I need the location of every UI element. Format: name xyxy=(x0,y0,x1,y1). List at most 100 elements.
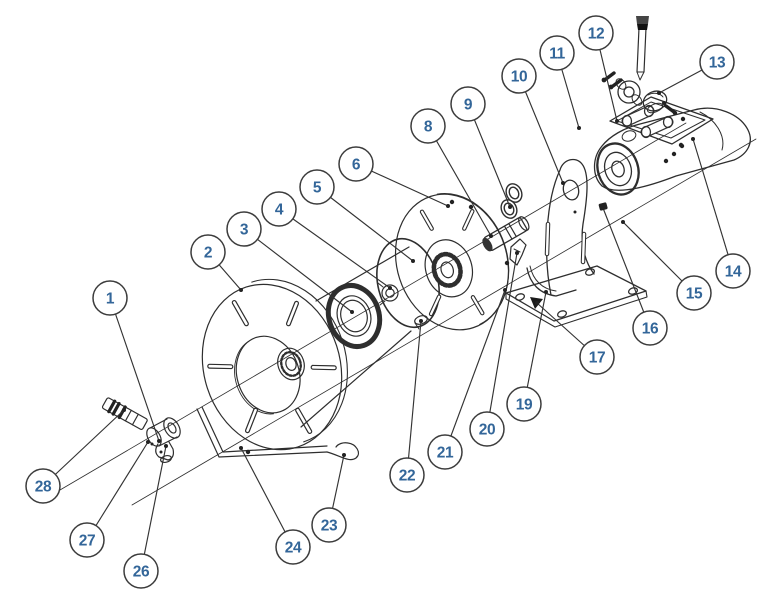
balloon-circle xyxy=(578,15,614,51)
balloon-circle xyxy=(632,310,668,346)
balloon-circle xyxy=(275,529,311,565)
balloon-circle xyxy=(410,108,446,144)
callout-balloon-2: 2 xyxy=(190,234,243,292)
balloon-number: 23 xyxy=(321,518,338,535)
balloon-number: 11 xyxy=(549,46,565,63)
balloon-circle xyxy=(226,211,262,247)
balloon-circle xyxy=(299,169,335,205)
callout-balloon-16: 16 xyxy=(601,206,668,346)
leader-dot xyxy=(657,91,661,95)
leader-line xyxy=(602,207,651,329)
leader-line xyxy=(444,289,506,453)
callout-balloon-20: 20 xyxy=(469,251,519,447)
callout-balloon-5: 5 xyxy=(299,169,415,263)
callout-balloon-10: 10 xyxy=(501,58,565,185)
ratchet-pawl xyxy=(509,238,527,266)
mounting-bracket xyxy=(505,158,648,328)
callout-balloon-24: 24 xyxy=(239,446,311,565)
balloon-circle xyxy=(469,411,505,447)
callout-balloon-28: 28 xyxy=(25,408,126,504)
balloon-number: 9 xyxy=(464,97,473,114)
leader-line xyxy=(427,125,492,237)
balloon-circle xyxy=(311,507,347,543)
balloon-number: 13 xyxy=(709,55,726,72)
leader-dot xyxy=(577,126,581,130)
leader-line xyxy=(316,186,414,262)
balloon-circle xyxy=(715,253,751,289)
leader-line xyxy=(243,228,353,313)
leader-dot xyxy=(411,259,415,263)
balloon-circle xyxy=(539,35,575,71)
leader-dot xyxy=(350,310,354,314)
balloon-number: 5 xyxy=(313,180,322,197)
hose-guide-arm xyxy=(196,406,360,461)
callout-balloon-22: 22 xyxy=(389,319,425,493)
leader-dot xyxy=(544,290,548,294)
leader-line xyxy=(518,75,564,184)
balloon-number: 24 xyxy=(285,540,302,557)
balloon-number: 3 xyxy=(240,222,249,239)
balloon-circle xyxy=(501,58,537,94)
callout-balloon-23: 23 xyxy=(311,453,347,543)
fastener-dots xyxy=(245,142,684,455)
leader-dot xyxy=(561,181,565,185)
balloon-number: 19 xyxy=(516,397,533,414)
o-rings xyxy=(500,183,523,219)
leader-dot xyxy=(515,251,519,255)
leader-line xyxy=(109,297,160,442)
balloon-number: 6 xyxy=(352,157,361,174)
balloon-number: 20 xyxy=(479,422,495,439)
callout-balloon-21: 21 xyxy=(427,288,507,470)
leader-dot xyxy=(342,453,346,457)
leader-line xyxy=(406,320,422,476)
gear-housing-assembly xyxy=(593,96,751,196)
callout-balloon-26: 26 xyxy=(123,444,168,589)
callout-balloon-3: 3 xyxy=(226,211,354,314)
leader-dot xyxy=(508,205,512,209)
hub-seal-ring xyxy=(325,283,383,349)
callout-balloon-13: 13 xyxy=(657,44,735,95)
leader-dot xyxy=(164,444,168,448)
balloon-number: 17 xyxy=(589,350,605,367)
leader-dot xyxy=(601,206,605,210)
balloon-circle xyxy=(676,275,712,311)
balloon-circle xyxy=(261,191,297,227)
balloon-number: 27 xyxy=(79,533,95,550)
balloon-number: 1 xyxy=(106,291,115,308)
leader-line xyxy=(692,138,734,272)
balloon-circle xyxy=(699,44,735,80)
balloon-number: 2 xyxy=(204,245,212,262)
leader-dot xyxy=(122,408,126,412)
spool-drum xyxy=(300,246,428,428)
leader-line xyxy=(240,447,294,548)
leader-dot xyxy=(157,439,161,443)
balloon-number: 22 xyxy=(399,468,415,485)
leader-dot xyxy=(621,220,625,224)
balloon-circle xyxy=(69,522,105,558)
callout-balloon-4: 4 xyxy=(261,191,392,290)
callout-balloon-17: 17 xyxy=(535,301,615,375)
balloon-number: 28 xyxy=(35,479,52,496)
balloon-circle xyxy=(450,86,486,122)
callout-balloon-1: 1 xyxy=(92,280,161,443)
callout-balloon-15: 15 xyxy=(621,220,712,311)
balloon-circle xyxy=(123,553,159,589)
leader-dot xyxy=(691,137,695,141)
front-reel-disc xyxy=(201,278,348,451)
callout-balloon-9: 9 xyxy=(450,86,512,209)
balloon-number: 21 xyxy=(437,445,454,462)
callout-balloon-6: 6 xyxy=(338,146,450,208)
balloon-circle xyxy=(25,468,61,504)
callout-balloon-14: 14 xyxy=(691,137,751,289)
callout-balloon-8: 8 xyxy=(410,108,493,238)
balloon-number: 14 xyxy=(725,264,742,281)
callout-balloon-11: 11 xyxy=(539,35,581,130)
balloon-number: 16 xyxy=(642,321,659,338)
leader-dot xyxy=(239,446,243,450)
leader-line xyxy=(523,291,547,405)
balloon-circle xyxy=(579,339,615,375)
leader-dot xyxy=(146,440,150,444)
leader-dot xyxy=(489,234,493,238)
